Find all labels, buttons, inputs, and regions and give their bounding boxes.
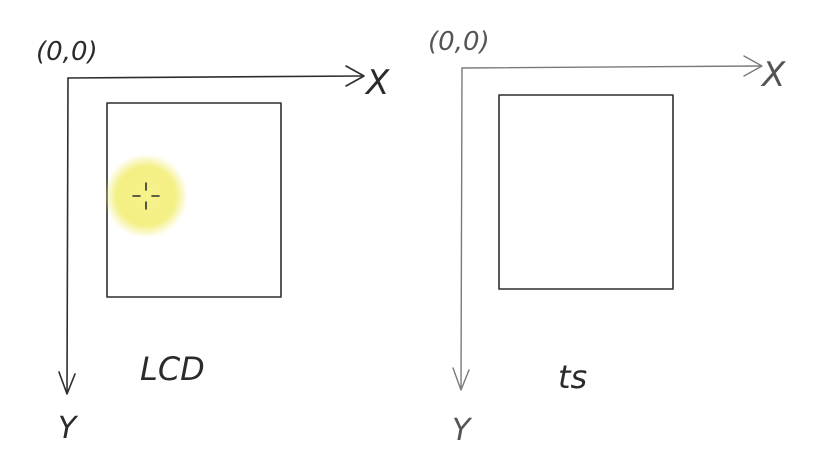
ts-diagram: (0,0) X Y ts <box>428 27 786 448</box>
ts-caption: ts <box>558 358 587 396</box>
ts-origin-label: (0,0) <box>428 27 490 57</box>
lcd-screen-rectangle <box>106 102 282 298</box>
lcd-x-axis-label: X <box>364 63 390 103</box>
lcd-x-axis-arrowhead <box>345 65 365 87</box>
cursor-highlight <box>104 154 188 238</box>
crosshair-icon <box>132 182 160 210</box>
ts-y-axis-label: Y <box>452 413 473 448</box>
lcd-y-axis-arrowhead <box>58 371 76 395</box>
ts-x-axis-label: X <box>760 55 786 95</box>
lcd-origin-label: (0,0) <box>36 37 98 67</box>
lcd-caption: LCD <box>140 350 205 388</box>
lcd-x-axis <box>67 75 363 79</box>
ts-x-axis-arrowhead <box>743 55 763 77</box>
lcd-diagram: (0,0) X Y LCD <box>36 37 390 446</box>
ts-y-axis <box>460 67 463 389</box>
lcd-y-axis-label: Y <box>58 411 79 446</box>
ts-panel-rectangle <box>498 94 674 290</box>
ts-x-axis <box>461 65 761 69</box>
lcd-y-axis <box>66 77 69 393</box>
ts-y-axis-arrowhead <box>452 367 470 391</box>
